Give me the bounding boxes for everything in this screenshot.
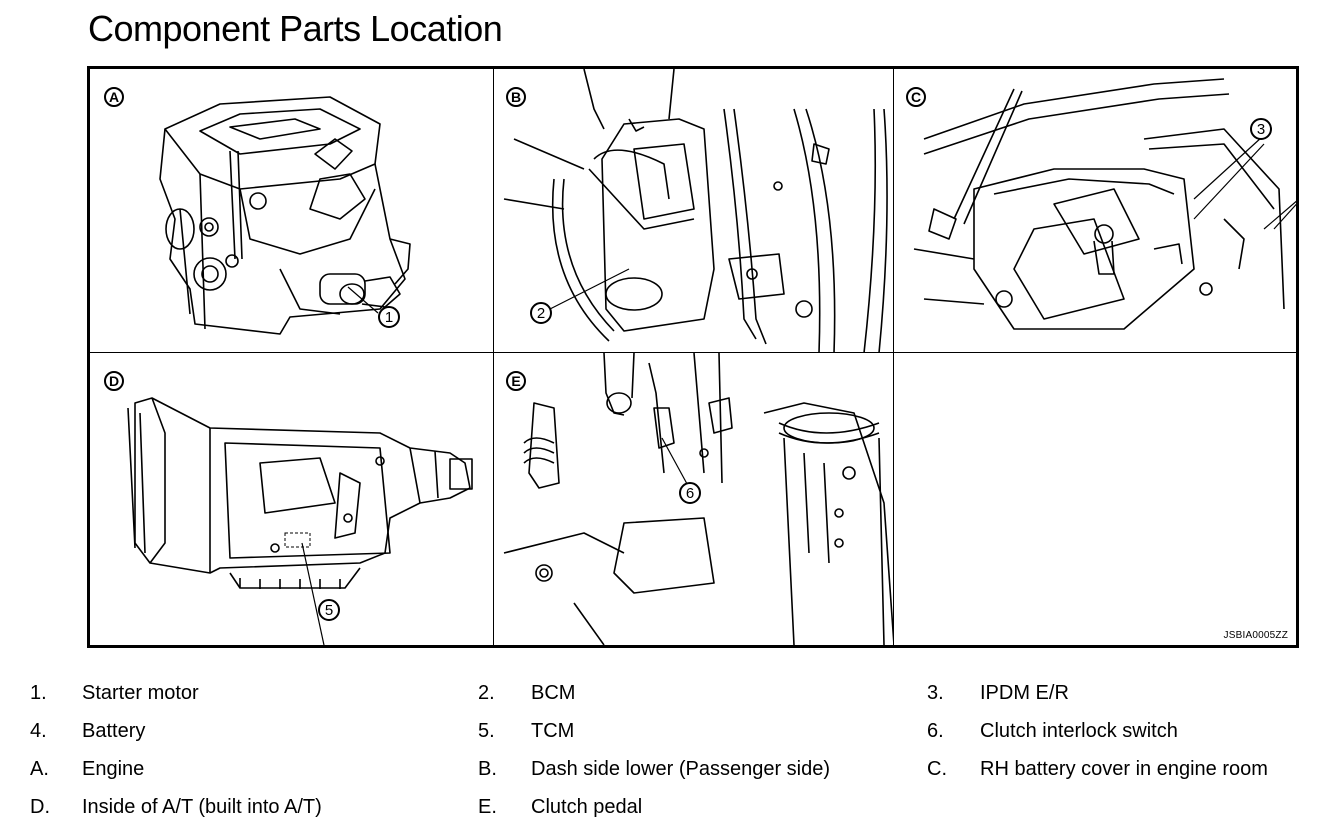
panel-label-c: C — [906, 87, 926, 107]
panel-e-clutch-pedal: E 6 — [494, 353, 894, 645]
legend-key: 5. — [478, 720, 495, 742]
callout-2: 2 — [530, 302, 552, 324]
legend-key: 1. — [30, 682, 47, 704]
panel-a-engine: A 1 — [90, 69, 494, 353]
panel-label-a: A — [104, 87, 124, 107]
legend-text: IPDM E/R — [980, 682, 1069, 704]
legend-text: Engine — [82, 758, 145, 780]
engine-illustration — [159, 96, 411, 335]
callout-5: 5 — [318, 599, 340, 621]
panel-b-dash-side: B 2 — [494, 69, 894, 353]
legend-text: Inside of A/T (built into A/T) — [82, 796, 322, 818]
legend-text: Battery — [82, 720, 146, 742]
engine-room-illustration — [913, 78, 1296, 330]
legend-key: C. — [927, 758, 947, 780]
panel-label-b: B — [506, 87, 526, 107]
legend-text: TCM — [531, 720, 575, 742]
legend-key: D. — [30, 796, 50, 818]
legend-key: B. — [478, 758, 497, 780]
legend-key: 2. — [478, 682, 495, 704]
legend-text: Clutch interlock switch — [980, 720, 1178, 742]
dash-side-illustration — [503, 69, 888, 352]
legend-row: A. Engine B. Dash side lower (Passenger … — [0, 758, 1344, 786]
legend-key: 3. — [927, 682, 944, 704]
callout-3: 3 — [1250, 118, 1272, 140]
legend-row: D. Inside of A/T (built into A/T) E. Clu… — [0, 796, 1344, 824]
page-title: Component Parts Location — [88, 8, 503, 49]
component-figure: A 1 — [87, 66, 1299, 648]
panel-c-battery-cover: C 3 4 — [894, 69, 1296, 353]
panel-label-d: D — [104, 371, 124, 391]
transmission-illustration — [127, 397, 473, 645]
legend-text: BCM — [531, 682, 576, 704]
legend-key: 6. — [927, 720, 944, 742]
legend-row: 1. Starter motor 2. BCM 3. IPDM E/R — [0, 682, 1344, 710]
figure-code: JSBIA0005ZZ — [1223, 630, 1288, 641]
legend-text: Starter motor — [82, 682, 199, 704]
legend-text: RH battery cover in engine room — [980, 758, 1268, 780]
panel-label-e: E — [506, 371, 526, 391]
legend-text: Dash side lower (Passenger side) — [531, 758, 831, 780]
clutch-pedal-illustration — [503, 353, 893, 645]
panel-d-transmission: D 5 — [90, 353, 494, 645]
panel-empty: JSBIA0005ZZ — [894, 353, 1296, 645]
legend-text: Clutch pedal — [531, 796, 643, 818]
callout-1: 1 — [378, 306, 400, 328]
legend-key: A. — [30, 758, 49, 780]
callout-6: 6 — [679, 482, 701, 504]
legend-row: 4. Battery 5. TCM 6. Clutch interlock sw… — [0, 720, 1344, 748]
legend-key: 4. — [30, 720, 47, 742]
legend-key: E. — [478, 796, 497, 818]
